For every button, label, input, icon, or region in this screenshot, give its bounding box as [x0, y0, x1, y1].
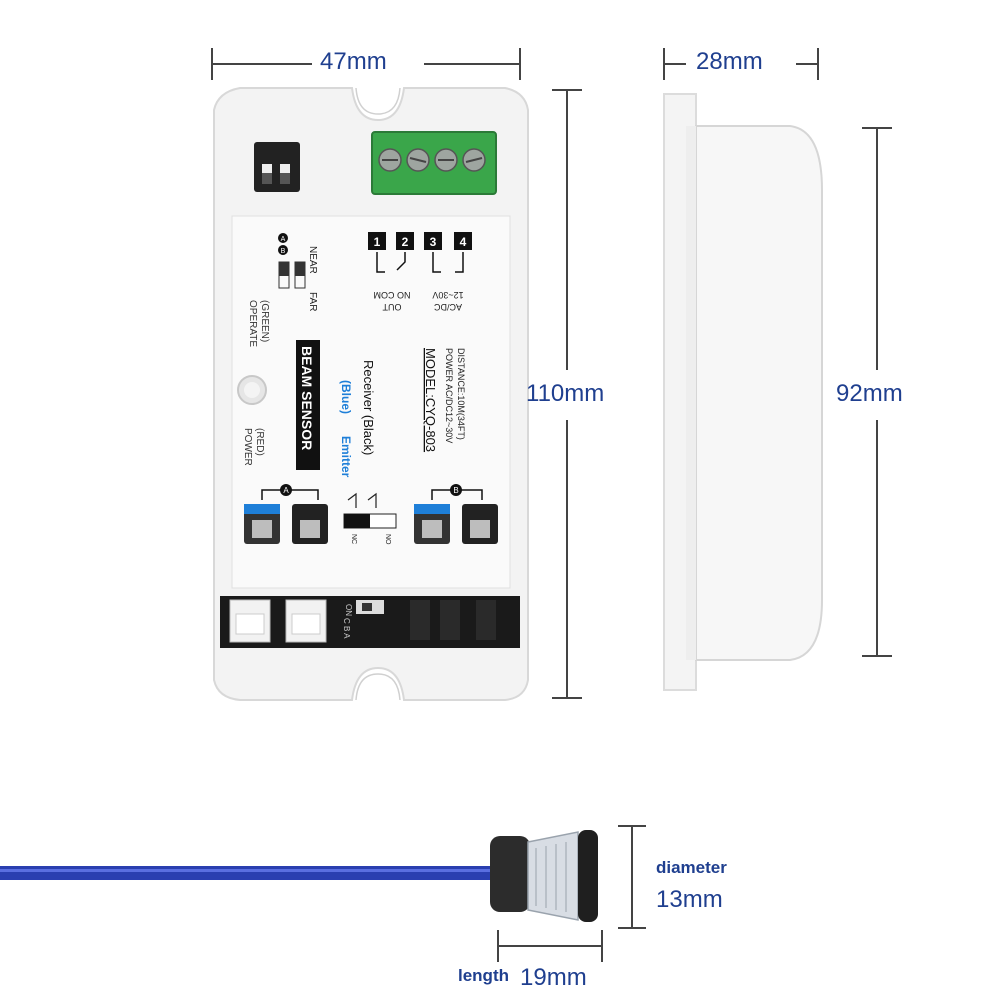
power-color: (RED): [254, 428, 265, 456]
operate-label: OPERATE: [247, 300, 258, 347]
width-side-label: 28mm: [696, 48, 763, 75]
height-side-label: 92mm: [836, 380, 903, 407]
nocom-label: NO COM: [374, 290, 411, 300]
nc-no-switch[interactable]: NC NO: [343, 492, 397, 545]
height-front-label: 110mm: [526, 380, 605, 407]
terminal-2: 2: [402, 235, 409, 249]
terminal-3: 3: [430, 235, 437, 249]
svg-text:B: B: [281, 248, 286, 255]
near-far-selector: A B NEAR FAR: [278, 233, 318, 311]
terminal-1: 1: [374, 235, 381, 249]
emitter-color: (Blue): [339, 380, 353, 414]
distance-spec: DISTANCE:10M(34FT): [456, 348, 466, 440]
emitter-label: Emitter: [339, 436, 353, 478]
width-front-label: 47mm: [320, 48, 387, 75]
receiver-label: Receiver (Black): [361, 360, 376, 455]
volt-label: 12~30V: [432, 290, 463, 300]
terminal-block[interactable]: [371, 131, 497, 195]
out-label: OUT: [382, 302, 402, 312]
svg-text:A: A: [281, 236, 286, 243]
pcb-on-text: ON: [344, 604, 353, 616]
power-spec: POWER AC/DC12~30V: [444, 348, 454, 443]
diameter-label: diameter: [656, 858, 727, 877]
connector-a[interactable]: A: [244, 484, 328, 544]
svg-text:B: B: [453, 486, 458, 495]
near-label: NEAR: [307, 246, 318, 274]
dip-switch[interactable]: [254, 142, 300, 192]
svg-text:NO: NO: [384, 534, 391, 545]
connector-b[interactable]: B: [414, 484, 498, 544]
svg-text:NC: NC: [350, 534, 357, 544]
pcb-cba-text: C B A: [342, 618, 351, 639]
terminal-4: 4: [460, 235, 467, 249]
acdc-label: AC/DC: [434, 302, 463, 312]
operate-color: (GREEN): [259, 300, 270, 342]
svg-text:A: A: [283, 486, 289, 495]
model-label: MODEL:CYQ-803: [423, 348, 438, 452]
power-label: POWER: [242, 428, 253, 466]
beam-sensor-title: BEAM SENSOR: [299, 346, 315, 450]
length-label: length: [458, 966, 509, 985]
beam-sensor-badge: [296, 340, 320, 470]
terminal-screws: [378, 148, 486, 172]
length-value: 19mm: [520, 964, 587, 991]
far-label: FAR: [307, 292, 318, 311]
diameter-value: 13mm: [656, 886, 723, 913]
terminal-number-boxes: 1 2 3 4: [368, 232, 472, 273]
